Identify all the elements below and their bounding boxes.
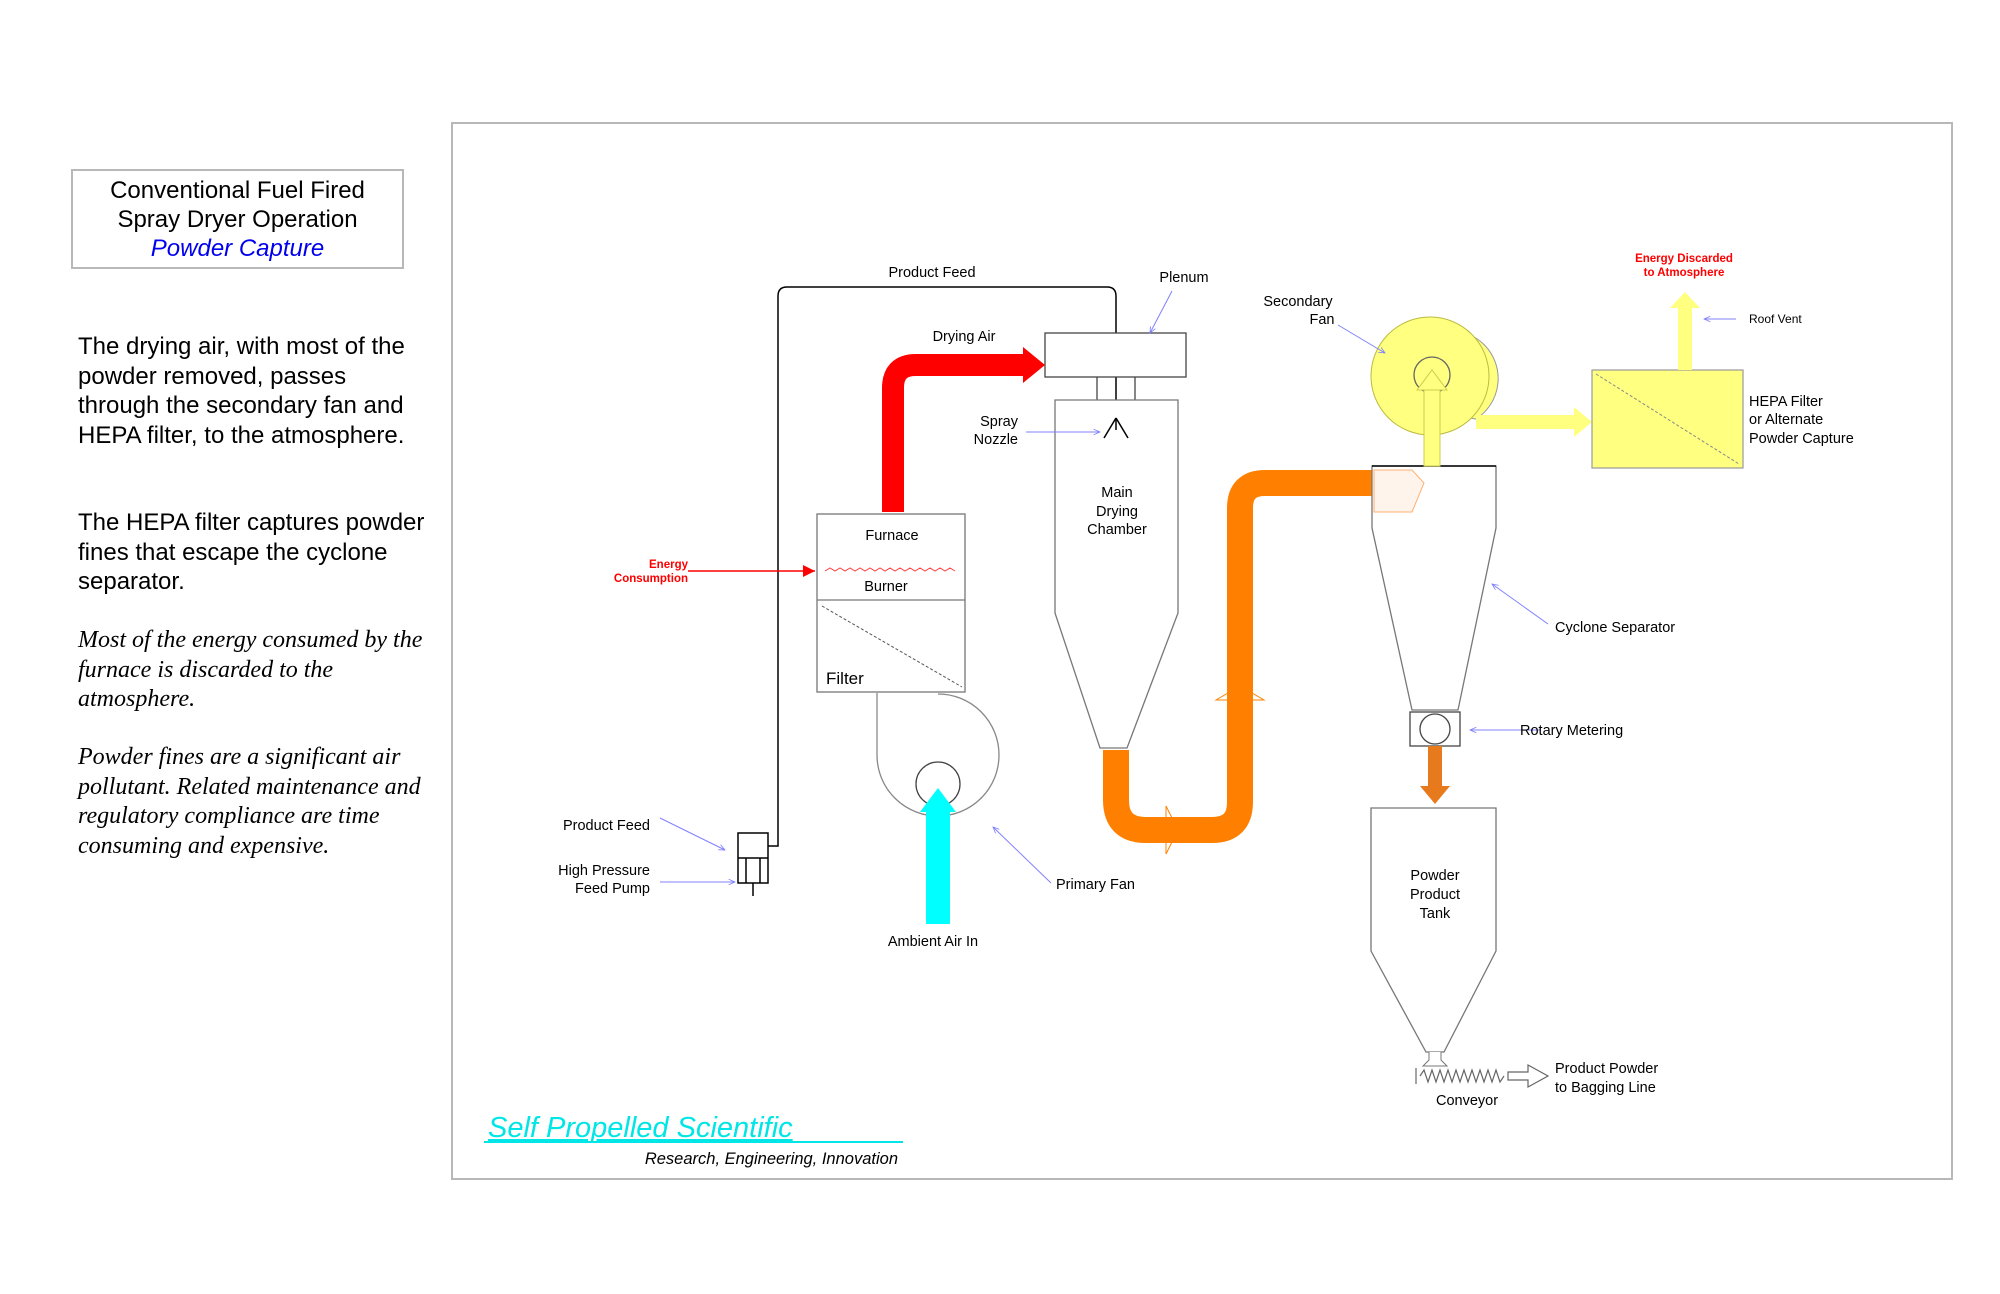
description-paragraph-3: Most of the energy consumed by the furna… bbox=[78, 627, 423, 712]
exhaust-air-duct bbox=[1103, 470, 1382, 843]
label-cyclone-separator: Cyclone Separator bbox=[1555, 620, 1675, 636]
label-spray-nozzle-2: Nozzle bbox=[974, 432, 1018, 448]
label-roof-vent: Roof Vent bbox=[1749, 312, 1802, 326]
burner-flame bbox=[824, 567, 956, 572]
primary-fan-housing bbox=[876, 693, 1000, 817]
title-subtitle: Powder Capture bbox=[150, 235, 325, 262]
drying-air-arrowhead bbox=[1023, 347, 1045, 383]
hepa-filter bbox=[1591, 369, 1744, 469]
label-hepa-3: Powder Capture bbox=[1749, 431, 1854, 447]
label-product-out-1: Product Powder bbox=[1555, 1061, 1658, 1077]
label-main-chamber-3: Chamber bbox=[1087, 522, 1147, 538]
label-filter: Filter bbox=[826, 669, 864, 688]
label-main-chamber-2: Drying bbox=[1096, 504, 1138, 520]
label-secondary-fan-2: Fan bbox=[1310, 312, 1335, 328]
label-ambient-air: Ambient Air In bbox=[888, 934, 978, 950]
main-drying-chamber bbox=[1054, 399, 1179, 749]
label-energy-discarded-1: Energy Discarded bbox=[1635, 253, 1733, 265]
spray-nozzle bbox=[1103, 417, 1129, 439]
description-paragraph-2: The HEPA filter captures powder fines th… bbox=[78, 509, 425, 595]
label-energy-consumption-1: Energy bbox=[649, 559, 689, 571]
ambient-air-arrowhead bbox=[920, 788, 956, 812]
plenum bbox=[1044, 332, 1187, 378]
label-hepa-2: or Alternate bbox=[1749, 412, 1823, 428]
label-product-feed-pump: Product Feed bbox=[563, 818, 650, 834]
powder-product-tank bbox=[1370, 807, 1497, 1053]
label-plenum: Plenum bbox=[1159, 270, 1208, 286]
high-pressure-feed-pump bbox=[737, 832, 769, 896]
label-primary-fan: Primary Fan bbox=[1056, 877, 1135, 893]
label-product-out-2: to Bagging Line bbox=[1555, 1080, 1656, 1096]
label-product-feed-top: Product Feed bbox=[888, 265, 975, 281]
label-rotary-metering: Rotary Metering bbox=[1520, 723, 1623, 739]
label-tank-2: Product bbox=[1410, 887, 1460, 903]
powder-drop-duct bbox=[1428, 746, 1442, 786]
furnace-unit bbox=[816, 513, 966, 693]
label-hepa-1: HEPA Filter bbox=[1749, 394, 1823, 410]
label-conveyor: Conveyor bbox=[1436, 1093, 1498, 1109]
fan-riser-duct bbox=[1423, 384, 1441, 467]
label-burner: Burner bbox=[864, 579, 908, 595]
ambient-air-duct bbox=[926, 812, 950, 924]
label-energy-consumption-2: Consumption bbox=[614, 573, 688, 585]
label-energy-discarded-2: to Atmosphere bbox=[1644, 267, 1725, 279]
label-tank-3: Tank bbox=[1420, 906, 1451, 922]
description-paragraph-1: The drying air, with most of the powder … bbox=[78, 333, 405, 449]
description-paragraph-4: Powder fines are a significant air pollu… bbox=[78, 744, 421, 859]
drying-air-duct bbox=[882, 354, 1025, 512]
title-box: Conventional Fuel Fired Spray Dryer Oper… bbox=[71, 169, 404, 269]
label-hp-pump-1: High Pressure bbox=[558, 863, 650, 879]
label-drying-air: Drying Air bbox=[933, 329, 996, 345]
product-feed-line bbox=[768, 286, 1117, 847]
label-tank-1: Powder bbox=[1410, 868, 1459, 884]
screw-conveyor bbox=[1415, 1063, 1550, 1089]
title-line-1: Conventional Fuel Fired bbox=[110, 177, 365, 204]
roof-vent-duct bbox=[1678, 308, 1692, 370]
label-hp-pump-2: Feed Pump bbox=[575, 881, 650, 897]
fan-to-hepa-duct bbox=[1476, 415, 1576, 429]
title-line-2: Spray Dryer Operation bbox=[117, 206, 358, 233]
leader-lines bbox=[659, 290, 1736, 883]
cyclone-inlet bbox=[1373, 469, 1425, 513]
label-main-chamber-1: Main bbox=[1101, 485, 1132, 501]
label-spray-nozzle-1: Spray bbox=[980, 414, 1019, 430]
brand-tagline: Research, Engineering, Innovation bbox=[645, 1150, 898, 1168]
brand-name: Self Propelled Scientific bbox=[488, 1112, 793, 1144]
label-furnace: Furnace bbox=[865, 528, 918, 544]
label-secondary-fan-1: Secondary bbox=[1263, 294, 1333, 310]
diagram-frame bbox=[451, 122, 1953, 1180]
